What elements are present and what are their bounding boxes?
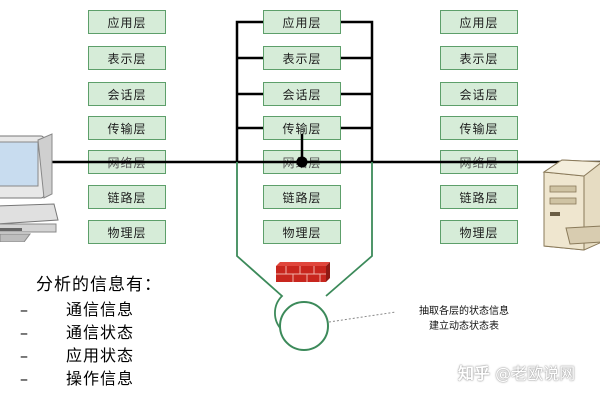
right-layer-physical: 物理层 — [440, 220, 518, 244]
list-item: –操作信息 — [20, 369, 135, 388]
firewall-icon — [276, 262, 330, 282]
watermark-author: @老欧说网 — [495, 364, 576, 383]
middle-layer-network: 网络层 — [263, 150, 341, 174]
right-layer-link: 链路层 — [440, 185, 518, 209]
right-layer-transport: 传输层 — [440, 116, 518, 140]
watermark-brand: 知乎 — [458, 364, 491, 383]
list-item: –通信状态 — [20, 323, 135, 342]
middle-layer-presentation: 表示层 — [263, 46, 341, 70]
right-bracket-top — [341, 20, 374, 162]
state-table-circle — [279, 301, 329, 351]
left-layer-application: 应用层 — [88, 10, 166, 34]
note-line-2: 建立动态状态表 — [429, 321, 499, 332]
info-title: 分析的信息有： — [36, 275, 162, 295]
client-computer-icon — [0, 133, 59, 242]
note-line-1: 抽取各层的状态信息 — [419, 306, 509, 317]
left-layer-presentation: 表示层 — [88, 46, 166, 70]
right-layer-presentation: 表示层 — [440, 46, 518, 70]
watermark: 知乎 @老欧说网 — [458, 360, 575, 384]
info-list: –通信信息 –通信状态 –应用状态 –操作信息 — [20, 296, 134, 388]
server-computer-icon — [542, 159, 600, 251]
left-layer-link: 链路层 — [88, 185, 166, 209]
left-layer-transport: 传输层 — [88, 116, 166, 140]
list-item: –通信信息 — [20, 300, 135, 319]
state-table-note: 抽取各层的状态信息 建立动态状态表 — [400, 304, 528, 334]
right-layer-network: 网络层 — [440, 150, 518, 174]
left-layer-physical: 物理层 — [88, 220, 166, 244]
right-layer-session: 会话层 — [440, 82, 518, 106]
list-item: –应用状态 — [20, 346, 135, 365]
middle-layer-session: 会话层 — [263, 82, 341, 106]
left-layer-session: 会话层 — [88, 82, 166, 106]
middle-layer-transport: 传输层 — [263, 116, 341, 140]
middle-layer-physical: 物理层 — [263, 220, 341, 244]
middle-layer-application: 应用层 — [263, 10, 341, 34]
left-bracket-top — [235, 20, 263, 162]
note-pointer — [328, 311, 397, 323]
middle-layer-link: 链路层 — [263, 185, 341, 209]
right-layer-application: 应用层 — [440, 10, 518, 34]
left-layer-network: 网络层 — [88, 150, 166, 174]
